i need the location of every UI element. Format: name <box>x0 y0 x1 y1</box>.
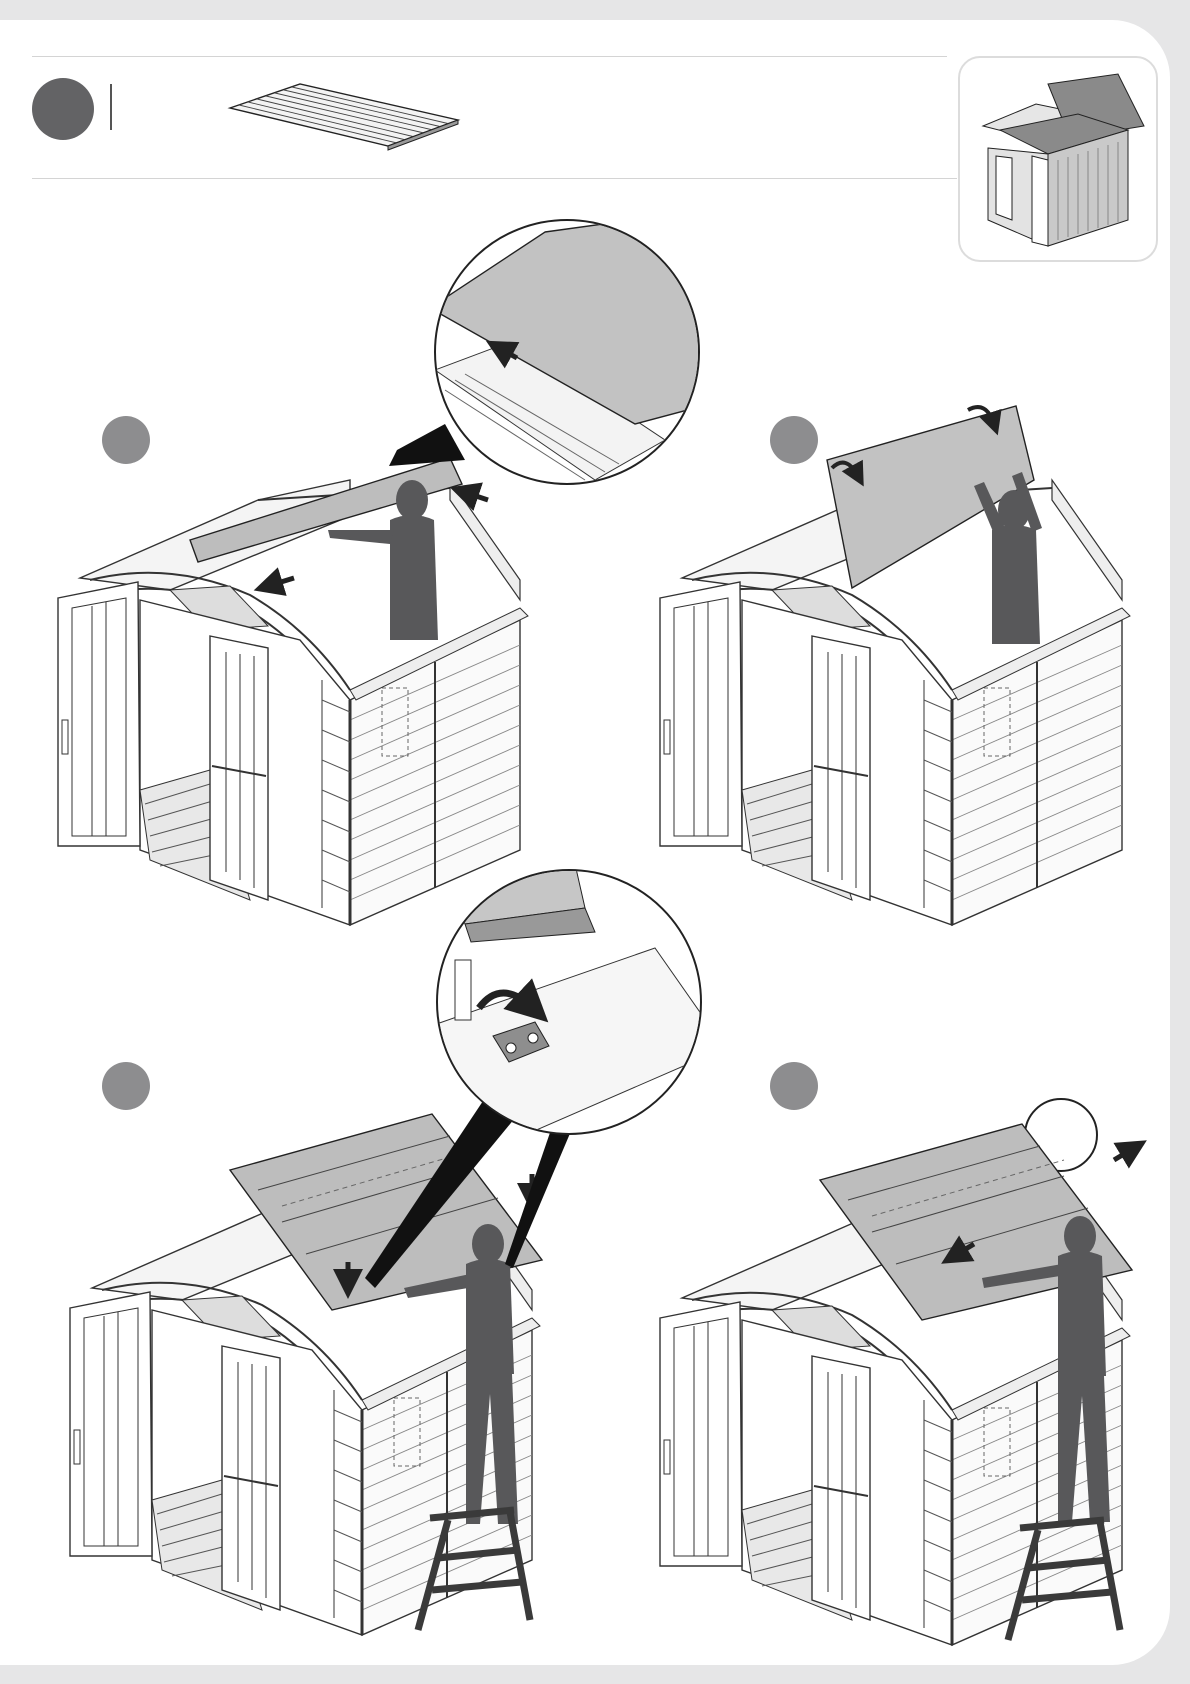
step-number-badge <box>32 78 94 140</box>
illustration-step-4 <box>652 1100 1152 1660</box>
completed-shed-icon <box>978 70 1148 250</box>
illustration-step-2 <box>652 440 1152 940</box>
roof-panel-icon <box>230 84 470 154</box>
header-bottom-rule <box>32 178 957 179</box>
step-divider <box>110 84 112 130</box>
header-top-rule <box>32 56 947 57</box>
illustration-step-1 <box>50 440 550 940</box>
